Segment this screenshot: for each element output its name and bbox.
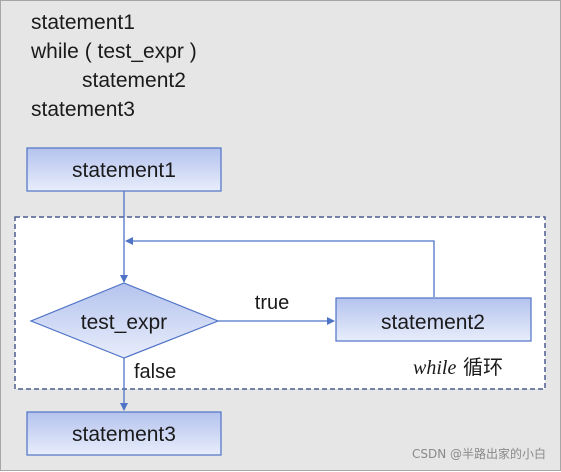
condition-label: test_expr [81, 311, 167, 334]
true-label: true [255, 292, 289, 314]
code-line-statement2: statement2 [82, 69, 186, 92]
statement2-box-label: statement2 [381, 311, 485, 334]
code-line-statement1: statement1 [31, 11, 135, 34]
arrow-loop-back [125, 237, 435, 297]
statement3-box-label: statement3 [72, 423, 176, 446]
statement1-box-label: statement1 [72, 159, 176, 182]
code-line-while: while ( test_expr ) [31, 40, 197, 63]
loop-keyword: while [413, 357, 456, 379]
watermark: CSDN @半路出家的小白 [411, 447, 546, 461]
code-line-statement3: statement3 [31, 98, 135, 121]
statement3-box [26, 411, 222, 456]
loop-caption: 循环 [463, 355, 503, 379]
false-label: false [134, 361, 176, 383]
statement2-box [335, 297, 532, 342]
statement1-box [26, 147, 222, 192]
